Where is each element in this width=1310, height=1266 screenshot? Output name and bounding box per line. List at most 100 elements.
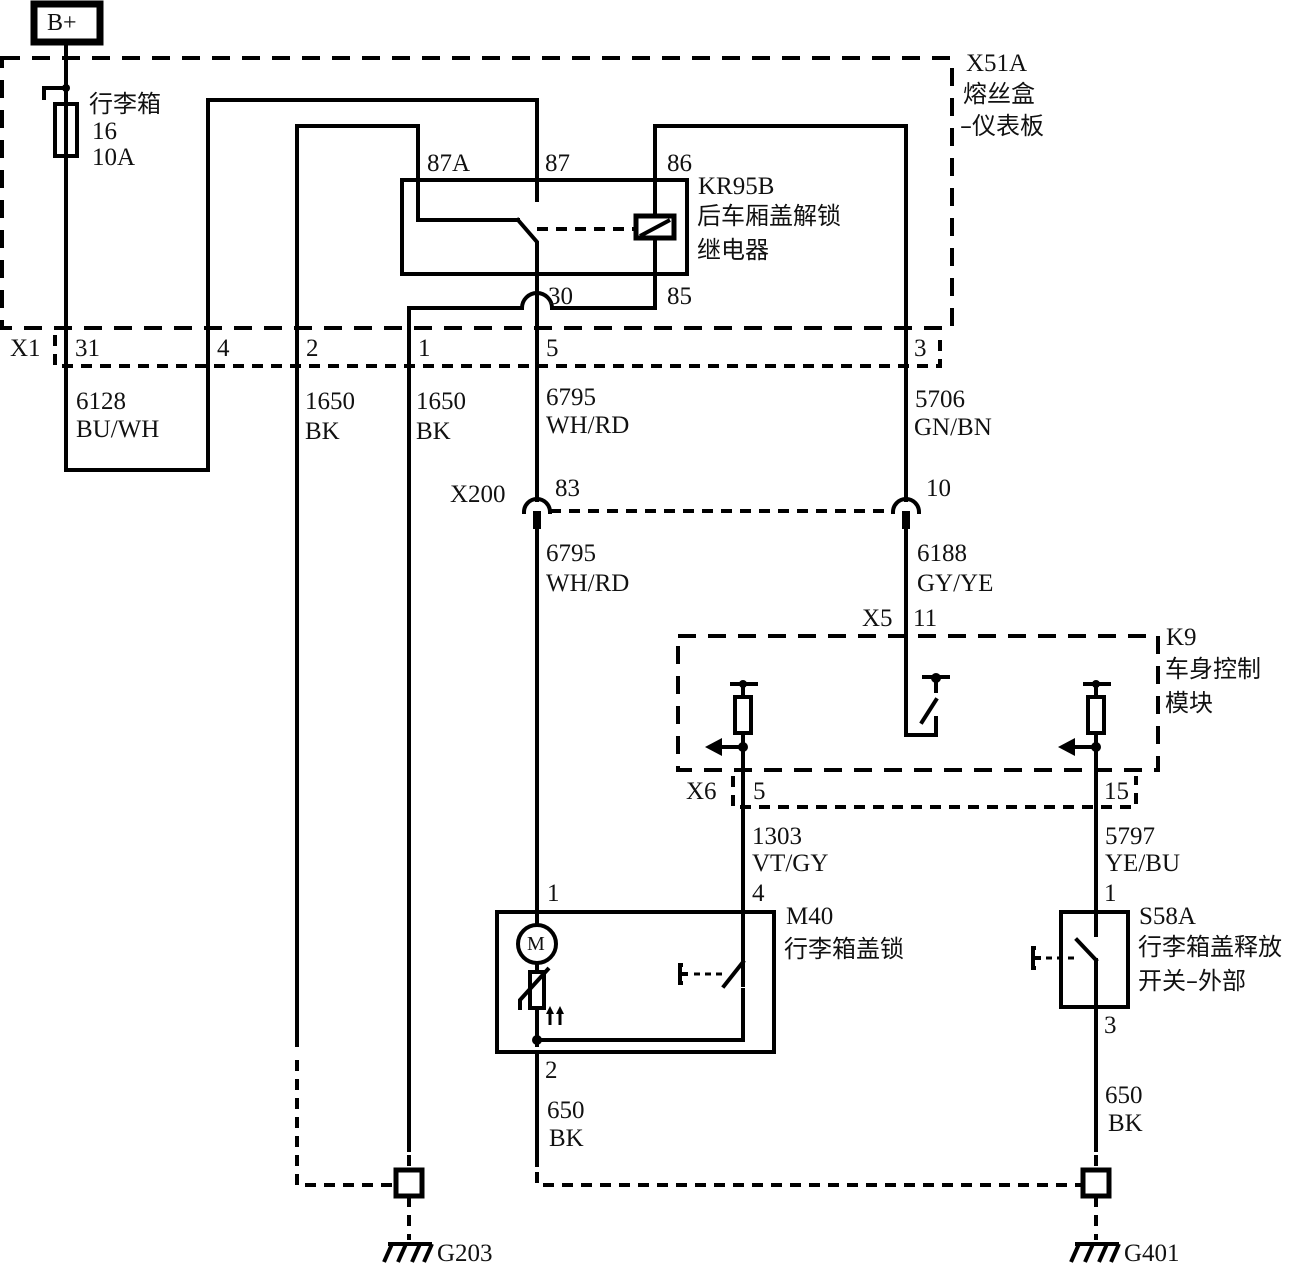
release-switch-name-1: 行李箱盖释放 <box>1138 933 1282 961</box>
ground-g401-label: G401 <box>1124 1240 1180 1266</box>
bcm-input-arrow-right-icon <box>1058 738 1075 756</box>
wire-6128-color: BU/WH <box>76 416 160 443</box>
fuse-icon <box>53 102 79 158</box>
wire-650a-circuit: 650 <box>547 1097 585 1124</box>
wire-6795b-color: WH/RD <box>546 570 630 597</box>
release-switch-actuator-icon <box>1031 946 1041 970</box>
fuse-rating: 10A <box>92 144 136 171</box>
trunk-lock-actuator-icon <box>678 963 688 985</box>
x200-pin-83: 83 <box>555 475 580 502</box>
release-switch-pin-1: 1 <box>1104 880 1117 907</box>
wire-1650a-circuit: 1650 <box>305 388 355 415</box>
wire-6188 <box>904 527 938 737</box>
ground-g203-icon <box>382 1242 434 1263</box>
wire-86 <box>653 124 908 502</box>
bcm-pin-15: 15 <box>1104 778 1129 805</box>
release-switch-arm <box>1074 937 1099 963</box>
fuse-block-name-1: 熔丝盒 <box>963 80 1035 108</box>
x1-connector-label: X1 <box>10 335 41 362</box>
trunk-lock-pin-1: 1 <box>547 880 560 907</box>
ground-g401-icon <box>1069 1242 1121 1263</box>
power-label: B+ <box>47 10 77 36</box>
wire-6795b-circuit: 6795 <box>546 540 596 567</box>
release-switch-name-2: 开关–外部 <box>1138 967 1246 995</box>
bcm-id: K9 <box>1166 624 1197 651</box>
ground-connector-g203-icon <box>393 1167 425 1199</box>
trunk-lock-id: M40 <box>786 903 834 930</box>
ground-dashed-left <box>295 1060 400 1187</box>
wire-5797-color: YE/BU <box>1105 850 1180 877</box>
trunk-lock-pin-2: 2 <box>545 1057 558 1084</box>
relay-switch-arm <box>515 217 539 502</box>
wire-1650b-circuit: 1650 <box>416 388 466 415</box>
x1-pin-1: 1 <box>418 335 431 362</box>
fuse-name: 行李箱 <box>89 90 161 118</box>
bcm-x5-label: X5 <box>862 605 893 632</box>
wire-1650a-color: BK <box>305 418 340 445</box>
wire-6795a-color: WH/RD <box>546 412 630 439</box>
trunk-lock-box <box>495 910 776 1054</box>
ground-connector-g401-icon <box>1080 1167 1112 1199</box>
relay-name-1: 后车厢盖解锁 <box>697 202 841 230</box>
relay-pin-86: 86 <box>667 150 692 177</box>
fuse-tap <box>42 86 68 100</box>
x1-pin-31: 31 <box>75 335 100 362</box>
relay-pin-85: 85 <box>667 283 692 310</box>
motor-symbol: M <box>527 933 545 955</box>
relay-id: KR95B <box>698 173 775 200</box>
bcm-pullup-right-icon <box>1086 695 1106 735</box>
wire-5706-color: GN/BN <box>914 414 992 441</box>
x1-pin-2: 2 <box>306 335 319 362</box>
bcm-input-arrow-left-icon <box>705 738 722 756</box>
release-switch-id: S58A <box>1139 903 1196 930</box>
release-switch-pin-3: 3 <box>1104 1012 1117 1039</box>
x1-pin-5: 5 <box>546 335 559 362</box>
trunk-lock-name: 行李箱盖锁 <box>784 935 904 963</box>
relay-pin-87: 87 <box>545 150 570 177</box>
bcm-x6-label: X6 <box>686 778 717 805</box>
bcm-boundary <box>676 634 1160 772</box>
wire-650a-color: BK <box>549 1125 584 1152</box>
ground-g203-label: G203 <box>437 1240 493 1266</box>
x1-connector-boundary <box>53 335 942 368</box>
wire-6188-circuit: 6188 <box>917 540 967 567</box>
bcm-pin-5: 5 <box>753 778 766 805</box>
wire-650b-circuit: 650 <box>1105 1082 1143 1109</box>
fuse-block-id: X51A <box>966 50 1028 77</box>
wire-6188-color: GY/YE <box>917 570 994 597</box>
wire-1650b-color: BK <box>416 418 451 445</box>
fuse-number: 16 <box>92 118 117 145</box>
fuse-block-name-2: –仪表板 <box>960 112 1044 140</box>
wire-1303-circuit: 1303 <box>752 823 802 850</box>
wire-6795a-circuit: 6795 <box>546 384 596 411</box>
x200-pin-83-icon <box>521 497 553 515</box>
bcm-name-2: 模块 <box>1165 689 1213 717</box>
trunk-lock-switch-arm <box>721 959 746 989</box>
x1-pin-3: 3 <box>914 335 927 362</box>
wire-fuse-feed <box>64 40 539 472</box>
motor-icon <box>516 923 558 965</box>
x200-pin-10: 10 <box>926 475 951 502</box>
trunk-lock-pin-4: 4 <box>752 880 765 907</box>
bcm-pullup-left-icon <box>733 695 753 735</box>
x200-label: X200 <box>450 481 506 508</box>
relay-name-2: 继电器 <box>697 236 769 264</box>
wire-87a <box>295 124 520 1047</box>
bcm-pin-11: 11 <box>913 605 938 632</box>
relay-pin-87a: 87A <box>427 150 471 177</box>
bcm-name-1: 车身控制 <box>1165 655 1261 683</box>
wire-6128-circuit: 6128 <box>76 388 126 415</box>
ground-dashed-mid <box>535 1172 1082 1187</box>
wire-85 <box>407 236 657 1152</box>
x6-connector-boundary <box>731 776 1138 809</box>
wire-650b-color: BK <box>1108 1110 1143 1137</box>
fuse-block-boundary <box>0 56 954 330</box>
relay-box <box>400 178 689 276</box>
wire-5797-circuit: 5797 <box>1105 823 1155 850</box>
x1-pin-4: 4 <box>217 335 230 362</box>
wire-1303-color: VT/GY <box>752 850 829 877</box>
x200-pin-10-icon <box>890 497 922 515</box>
relay-pin-30: 30 <box>548 283 573 310</box>
